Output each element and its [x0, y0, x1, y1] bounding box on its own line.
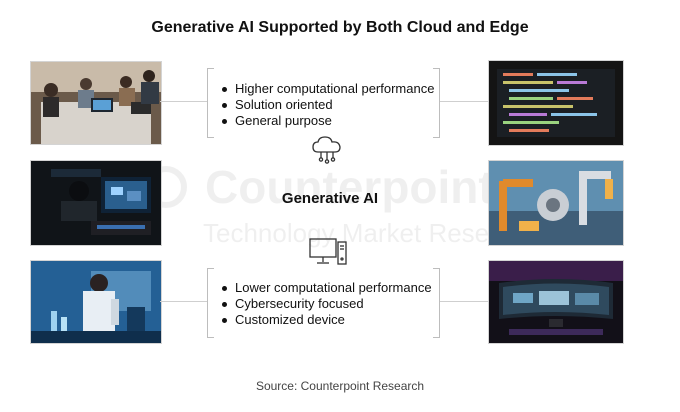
- bracket-bottom-left: [207, 268, 214, 338]
- photo-robot-arms: [488, 160, 624, 246]
- connector-top-left: [160, 101, 208, 102]
- photo-curved-monitor: [488, 260, 624, 344]
- desktop-computer-icon: [308, 236, 348, 268]
- edge-feature-list: Lower computational performance Cybersec…: [219, 280, 432, 328]
- connector-bottom-right: [440, 301, 488, 302]
- diagram-title: Generative AI Supported by Both Cloud an…: [151, 19, 529, 36]
- cloud-feature-item: Higher computational performance: [219, 81, 434, 97]
- bracket-top-left: [207, 68, 214, 138]
- cloud-feature-item: General purpose: [219, 113, 434, 129]
- cloud-feature-item: Solution oriented: [219, 97, 434, 113]
- cloud-network-icon: [310, 134, 344, 164]
- photo-office-team: [30, 61, 162, 145]
- edge-feature-item: Lower computational performance: [219, 280, 432, 296]
- center-label: Generative AI: [281, 190, 379, 207]
- bracket-bottom-right: [433, 268, 440, 338]
- photo-gaming-setup: [30, 160, 162, 246]
- edge-feature-item: Customized device: [219, 312, 432, 328]
- edge-feature-item: Cybersecurity focused: [219, 296, 432, 312]
- connector-top-right: [440, 101, 488, 102]
- photo-code-screen: [488, 60, 624, 146]
- source-note: Source: Counterpoint Research: [255, 379, 425, 393]
- cloud-feature-list: Higher computational performance Solutio…: [219, 81, 434, 129]
- connector-bottom-left: [160, 301, 208, 302]
- photo-lab-scientist: [30, 260, 162, 344]
- bracket-top-right: [433, 68, 440, 138]
